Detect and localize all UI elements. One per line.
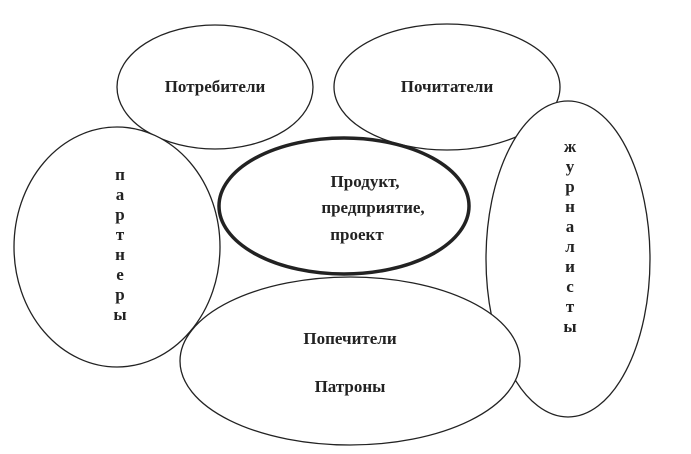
journalists-letter: н: [565, 197, 575, 216]
journalists-letter: ы: [563, 317, 576, 336]
consumers-label: Потребители: [165, 77, 266, 96]
partners-letter: п: [115, 165, 125, 184]
partners-letter: е: [116, 265, 124, 284]
admirers-label: Почитатели: [401, 77, 494, 96]
consumers-ellipse: [116, 24, 314, 150]
center-line-3: проект: [330, 225, 384, 244]
partners-letter: н: [115, 245, 125, 264]
partners-letter: ы: [113, 305, 126, 324]
center-line-1: Продукт,: [331, 172, 400, 191]
partners-ellipse: [13, 126, 221, 368]
journalists-letter: р: [565, 177, 574, 196]
trustees-label: Попечители: [303, 329, 396, 348]
journalists-letter: л: [565, 237, 575, 256]
journalists-letter: и: [565, 257, 575, 276]
journalists-letter: у: [566, 157, 575, 176]
journalists-letter: ж: [564, 137, 577, 156]
partners-letter: а: [116, 185, 125, 204]
center-line-2: предприятие,: [321, 198, 424, 217]
patrons-label: Патроны: [315, 377, 386, 396]
trustees-patrons-ellipse: [179, 276, 521, 446]
partners-letter: р: [115, 205, 124, 224]
journalists-letter: с: [566, 277, 574, 296]
partners-letter: р: [115, 285, 124, 304]
journalists-letter: т: [566, 297, 575, 316]
center-ellipse: [217, 136, 471, 276]
journalists-letter: а: [566, 217, 575, 236]
journalists-ellipse: [485, 100, 651, 418]
partners-letter: т: [116, 225, 125, 244]
admirers-ellipse: [333, 23, 561, 151]
